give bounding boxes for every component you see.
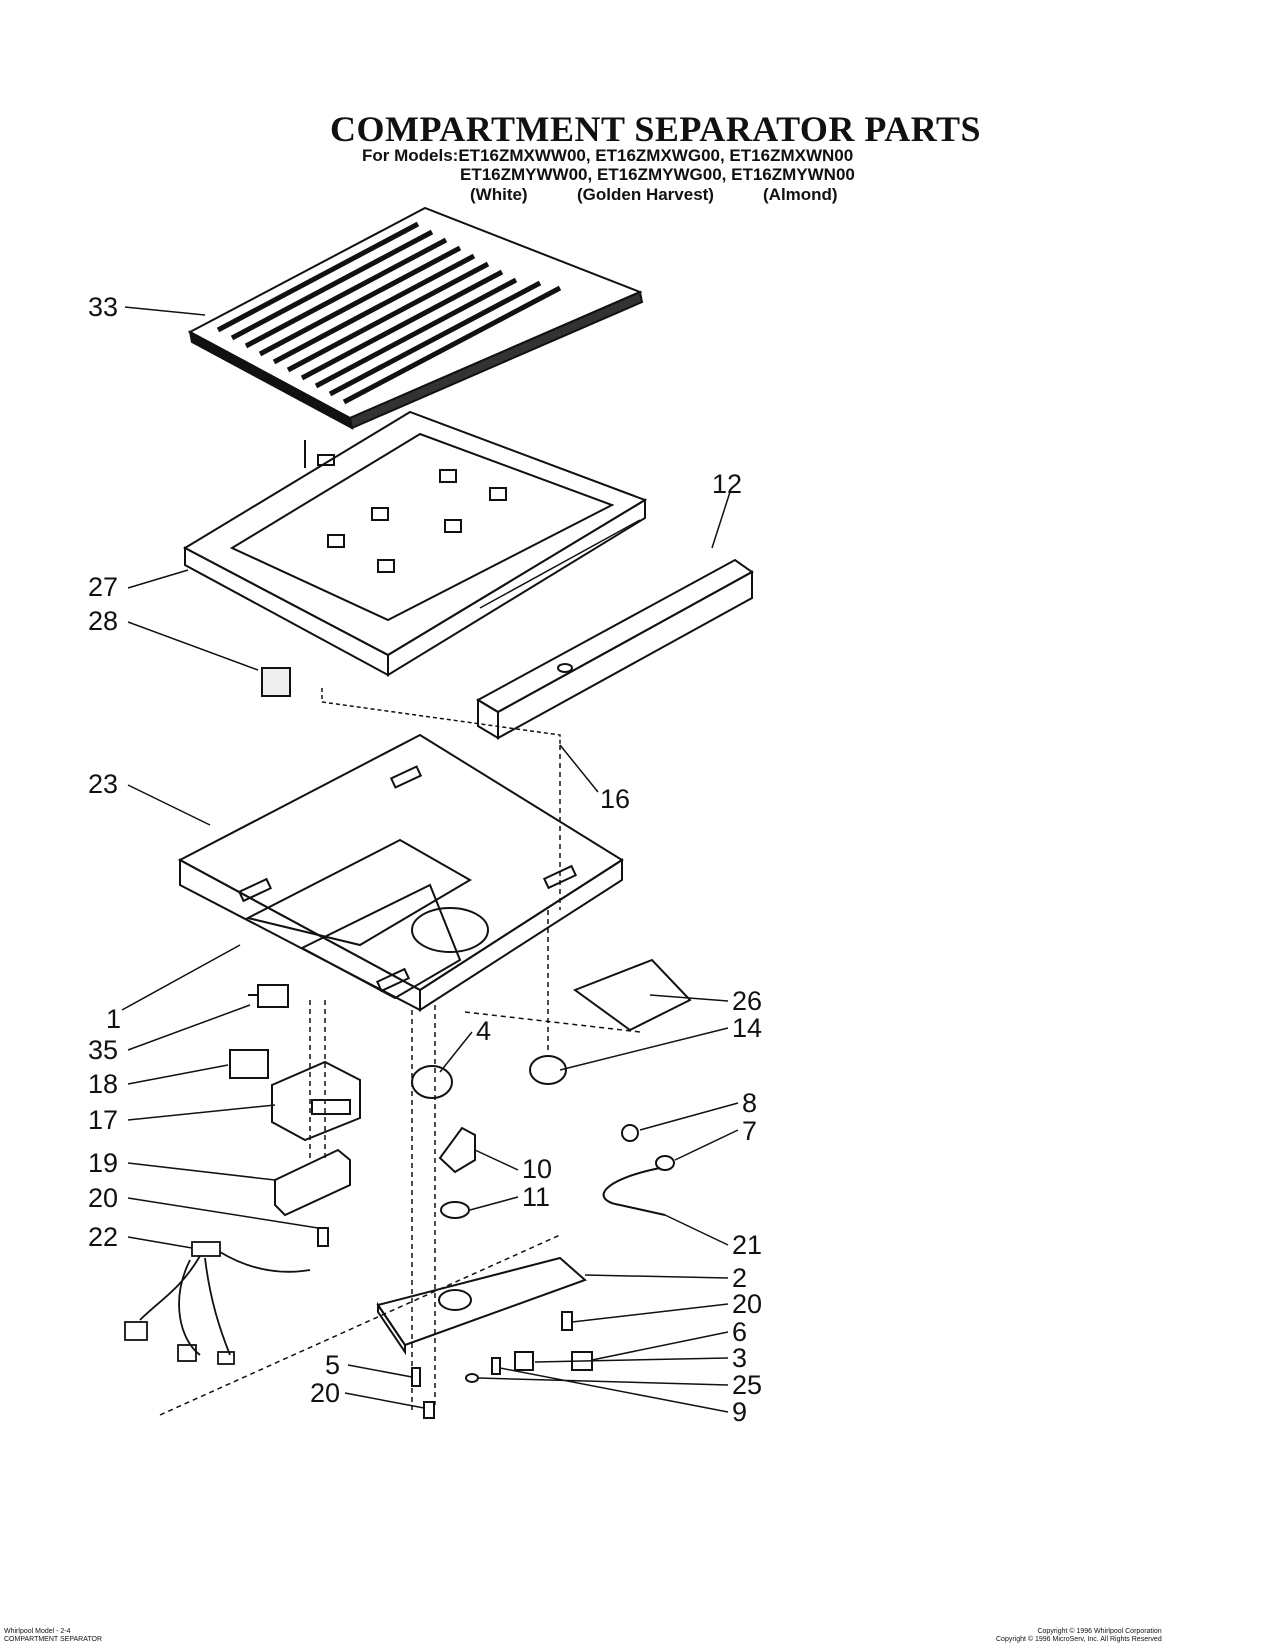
part-7-socket	[655, 1155, 675, 1171]
callout-18: 18	[88, 1069, 118, 1099]
part-20-screw-2	[561, 1311, 573, 1331]
models-line-2: ET16ZMYWW00, ET16ZMYWG00, ET16ZMYWN00	[460, 165, 855, 184]
callout-3: 3	[732, 1343, 747, 1373]
part-17-control-box	[271, 1060, 361, 1142]
callout-8: 8	[742, 1088, 757, 1118]
footer-right-line-2: Copyright © 1996 MicroServ, Inc. All Rig…	[996, 1636, 1162, 1643]
footer-left-line-2: COMPARTMENT SEPARATOR	[4, 1636, 103, 1643]
part-26-cover	[572, 958, 692, 1032]
color-golden-harvest: (Golden Harvest)	[577, 185, 714, 204]
part-35-thermostat	[248, 984, 289, 1008]
callout-19: 19	[88, 1148, 118, 1178]
callout-22: 22	[88, 1222, 118, 1252]
part-10-clip	[438, 1126, 476, 1174]
footer-right: Copyright © 1996 Whirlpool Corporation C…	[996, 1628, 1162, 1644]
callout-21: 21	[732, 1230, 762, 1260]
callout-23: 23	[88, 769, 118, 799]
callout-labels: 33 12 27 28 16 23 1 26 14 35 4 18 17 8 7…	[88, 292, 762, 1427]
callout-20: 20	[88, 1183, 118, 1213]
part-3-switch	[514, 1351, 534, 1371]
models-line-1: For Models:ET16ZMXWW00, ET16ZMXWG00, ET1…	[362, 146, 854, 165]
callout-9: 9	[732, 1397, 747, 1427]
callout-2: 2	[732, 1263, 747, 1293]
callout-6: 6	[732, 1317, 747, 1347]
part-8-lamp	[621, 1124, 639, 1142]
callout-33: 33	[88, 292, 118, 322]
part-11-washer	[440, 1201, 470, 1219]
part-4-fitting	[411, 1065, 453, 1099]
callout-25: 25	[732, 1370, 762, 1400]
part-18-knob	[229, 1049, 269, 1079]
leader-lines	[121, 306, 739, 1413]
part-21-wire	[602, 1167, 666, 1216]
part-19-bracket	[274, 1148, 351, 1217]
callout-35: 35	[88, 1035, 118, 1065]
callout-20c: 20	[310, 1378, 340, 1408]
part-2-base-plate	[376, 1256, 587, 1356]
callout-26: 26	[732, 986, 762, 1016]
part-9-screw	[491, 1357, 501, 1375]
footer-left-line-1: Whirlpool Model - 2-4	[4, 1628, 71, 1635]
callout-1: 1	[106, 1004, 121, 1034]
part-20-screw-3	[423, 1401, 435, 1419]
assembly-guides	[159, 745, 641, 1416]
part-25-washer	[465, 1373, 479, 1383]
small-hardware	[317, 1227, 593, 1419]
part-16-wire	[321, 688, 561, 745]
footer-right-line-1: Copyright © 1996 Whirlpool Corporation	[1037, 1628, 1162, 1635]
callout-28: 28	[88, 606, 118, 636]
part-22-wire-harness	[124, 1241, 311, 1365]
part-27-frame	[182, 410, 648, 677]
callout-4: 4	[476, 1016, 491, 1046]
page-title: COMPARTMENT SEPARATOR PARTS	[330, 109, 982, 149]
callout-17: 17	[88, 1105, 118, 1135]
part-20-screw	[317, 1227, 329, 1247]
callout-12: 12	[712, 469, 742, 499]
callout-7: 7	[742, 1116, 757, 1146]
part-5-screw	[411, 1367, 421, 1387]
part-33-shelf	[187, 206, 644, 430]
callout-20b: 20	[732, 1289, 762, 1319]
part-28-block	[261, 667, 291, 697]
part-23-housing	[177, 733, 624, 1012]
callout-14: 14	[732, 1013, 762, 1043]
part-12-rail	[475, 519, 754, 740]
callout-10: 10	[522, 1154, 552, 1184]
callout-5: 5	[325, 1350, 340, 1380]
footer-left: Whirlpool Model - 2-4 COMPARTMENT SEPARA…	[4, 1628, 102, 1644]
callout-16: 16	[600, 784, 630, 814]
callout-27: 27	[88, 572, 118, 602]
callout-11: 11	[522, 1182, 550, 1212]
part-14-grommet	[529, 1055, 567, 1085]
color-white: (White)	[470, 185, 528, 204]
color-almond: (Almond)	[763, 185, 838, 204]
